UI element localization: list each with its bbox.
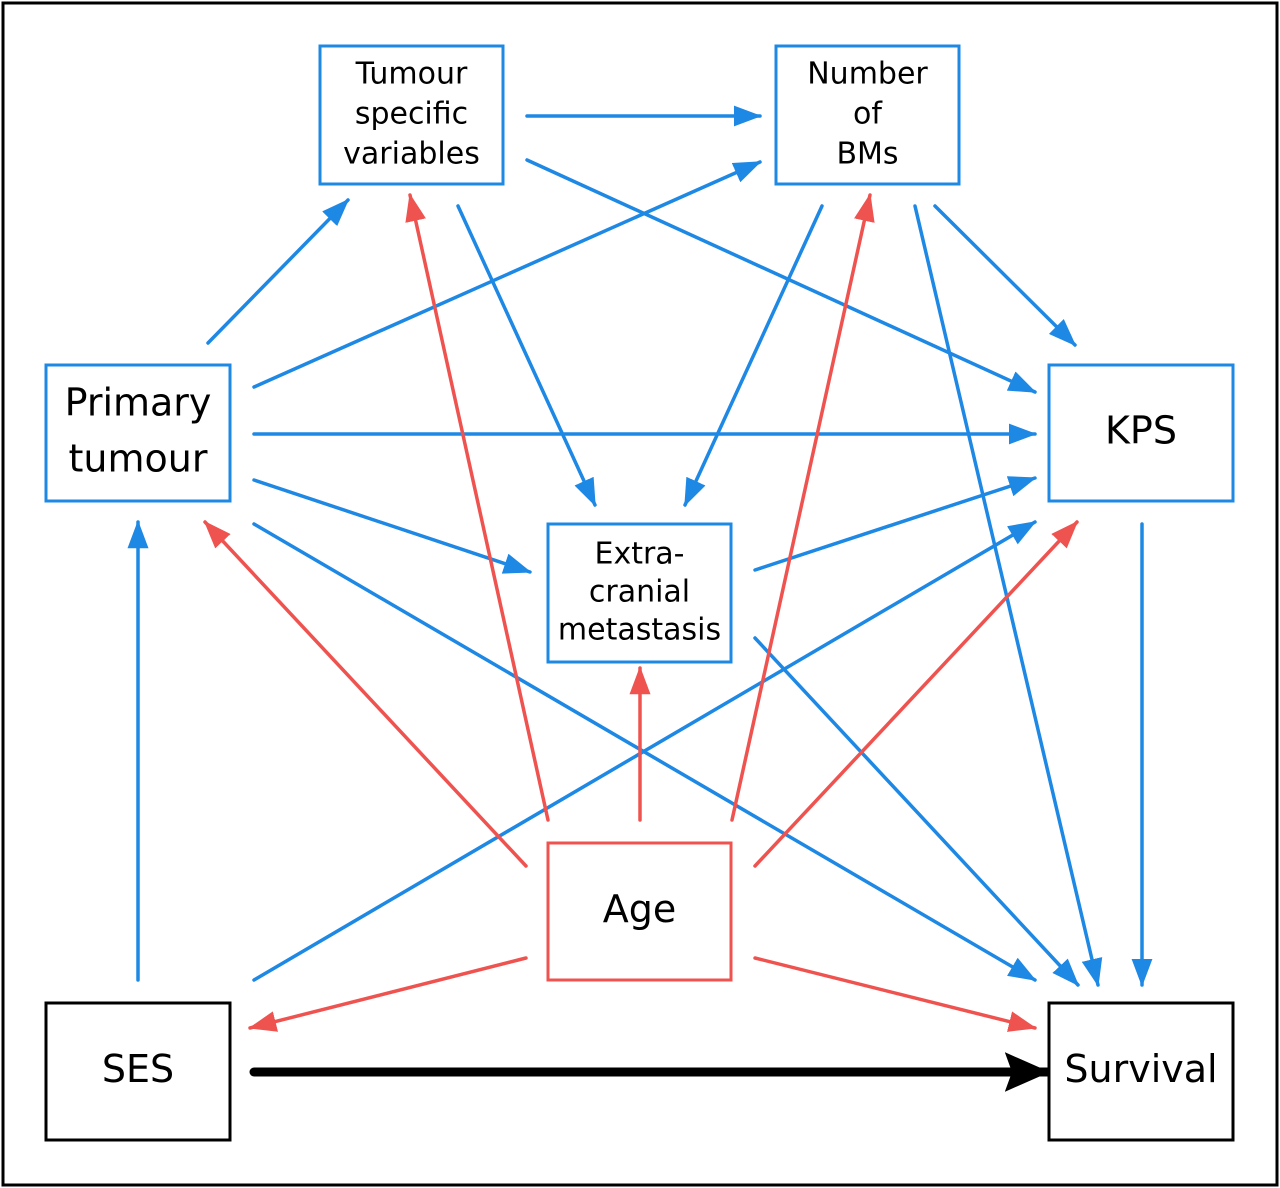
node-tumour-specific-variables-label-line: specific: [355, 97, 468, 132]
node-survival: Survival: [1047, 1001, 1235, 1142]
node-age-label-line: Age: [603, 887, 677, 931]
node-number-of-bms-box: [774, 44, 961, 186]
arrow-primary-tumour-to-extra-cranial-metastasis: [252, 478, 532, 574]
arrow-primary-tumour-to-number-of-bms: [252, 160, 762, 389]
arrow-age-to-primary-tumour: [203, 520, 528, 868]
arrow-age-to-survival: [753, 956, 1037, 1032]
node-age: Age: [546, 841, 733, 982]
node-extra-cranial-metastasis-label-line: cranial: [589, 575, 690, 610]
arrow-extra-cranial-metastasis-to-survival: [753, 636, 1080, 987]
arrow-tumour-specific-variables-to-kps: [525, 158, 1037, 394]
arrow-number-of-bms-to-kps: [933, 204, 1077, 347]
node-kps: KPS: [1047, 363, 1235, 503]
node-tumour-specific-variables: Tumour specific variables: [318, 44, 505, 186]
node-tumour-specific-variables-label-line: variables: [343, 137, 480, 172]
node-primary-tumour-label-line: tumour: [69, 437, 208, 481]
node-survival-box: [1047, 1001, 1235, 1142]
node-kps-box: [1047, 363, 1235, 503]
arrow-extra-cranial-metastasis-to-kps: [753, 476, 1037, 572]
node-tumour-specific-variables-label-line: Tumour: [355, 57, 468, 92]
node-number-of-bms-label-line: BMs: [836, 137, 898, 172]
node-kps-label-line: KPS: [1105, 409, 1177, 453]
node-ses-label-line: SES: [102, 1047, 174, 1091]
arrow-number-of-bms-to-extra-cranial-metastasis: [683, 204, 824, 507]
arrow-age-to-ses: [248, 956, 528, 1032]
arrow-primary-tumour-to-tumour-specific-variables: [206, 198, 350, 345]
node-extra-cranial-metastasis-box: [546, 522, 733, 664]
edges-layer: [127, 105, 1153, 1092]
nodes-layer: Tumour specific variables Number ofBMsPrimar…: [44, 44, 1235, 1142]
node-tumour-specific-variables-box: [318, 44, 505, 186]
arrow-ses-to-kps: [252, 520, 1037, 982]
node-ses: SES: [44, 1001, 232, 1142]
arrow-age-to-number-of-bms: [730, 193, 875, 822]
node-age-box: [546, 841, 733, 982]
node-primary-tumour-label-line: Primary: [65, 381, 212, 425]
node-survival-label-line: Survival: [1064, 1047, 1217, 1091]
arrow-age-to-kps: [753, 520, 1079, 868]
node-extra-cranial-metastasis-label-line: metastasis: [558, 613, 721, 648]
node-number-of-bms-label-line: of: [853, 97, 883, 132]
arrow-age-to-tumour-specific-variables: [405, 193, 550, 822]
arrow-tumour-specific-variables-to-extra-cranial-metastasis: [456, 204, 597, 507]
node-ses-box: [44, 1001, 232, 1142]
node-extra-cranial-metastasis-label-line: Extra-: [594, 537, 684, 572]
node-primary-tumour-box: [44, 363, 232, 503]
node-primary-tumour: Primary tumour: [44, 363, 232, 503]
node-number-of-bms-label-line: Number: [807, 57, 928, 92]
